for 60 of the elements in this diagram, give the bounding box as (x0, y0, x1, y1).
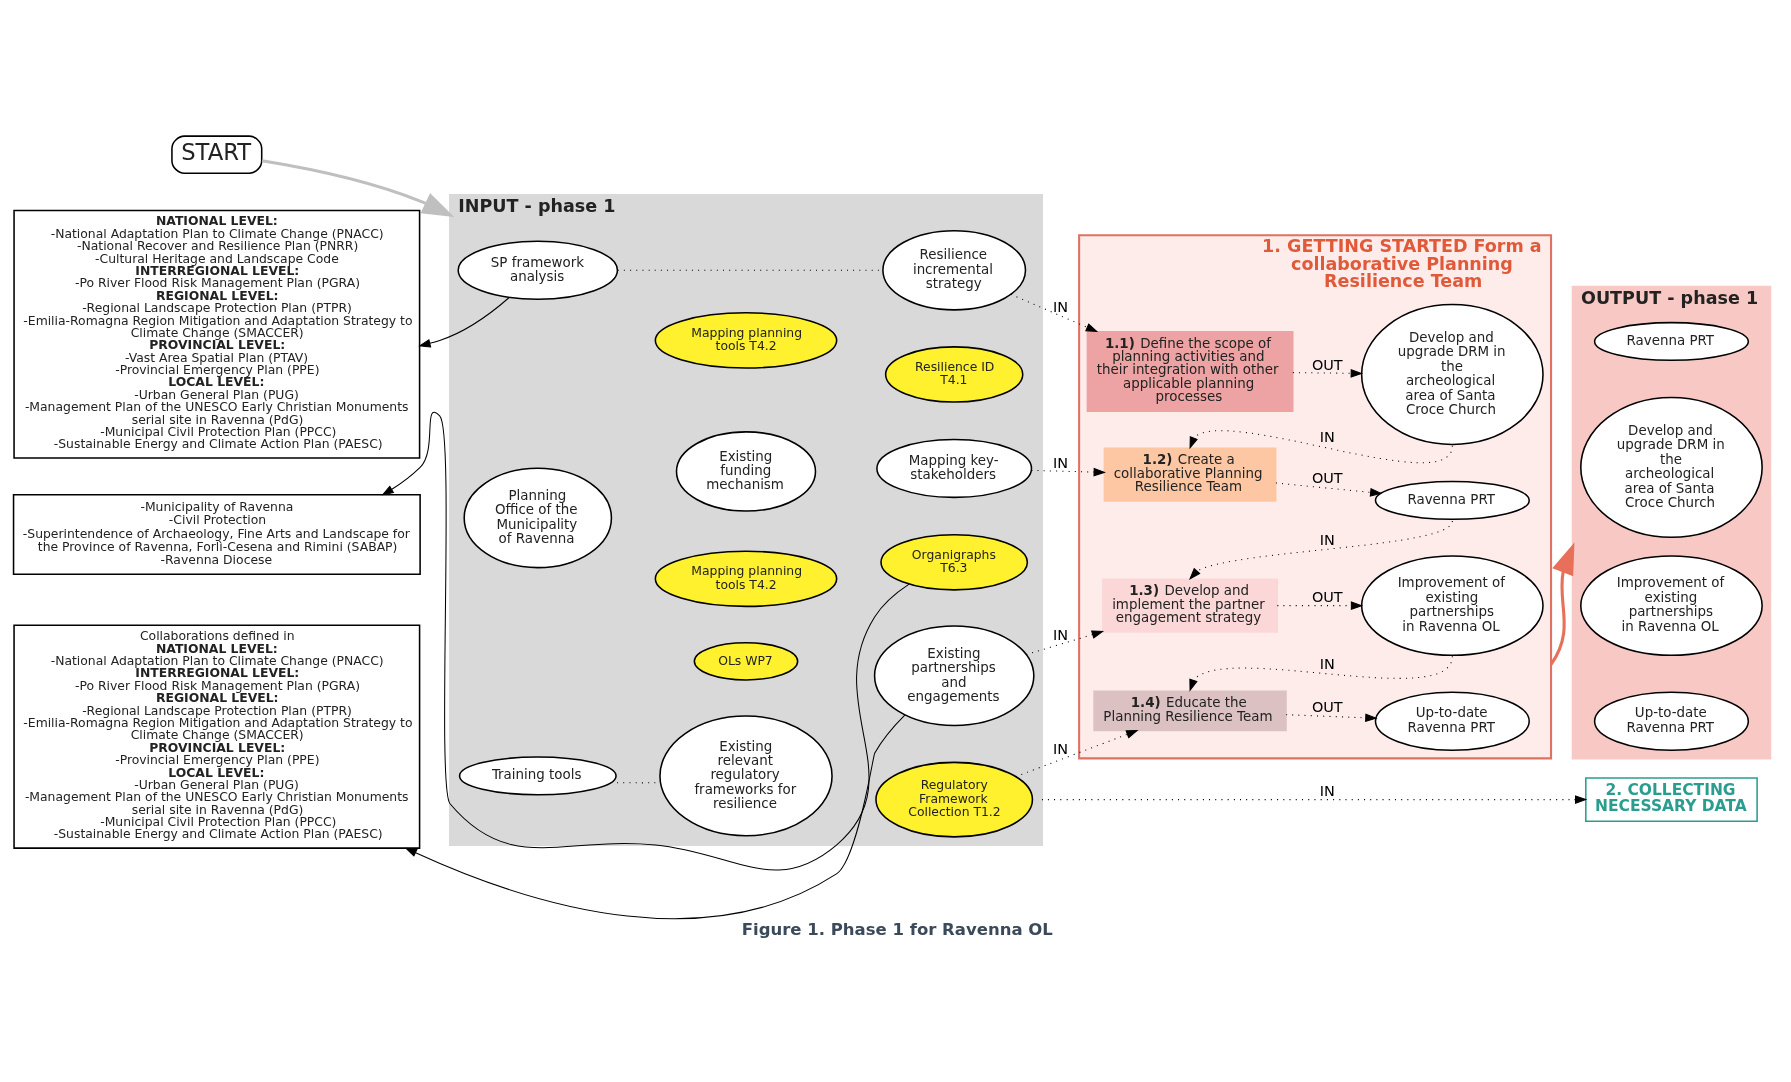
edge-label: IN (1052, 741, 1068, 758)
arrow (380, 411, 910, 871)
node-box: 1.1) Define the scope of planning activities and their integration with other applicable planning processes (1086, 330, 1293, 412)
node-box: NATIONAL LEVEL: -National Adaptation Plan to Climate Change (PNACC) -National Recover and Resilience Plan (PNRR) -Cultural Heritage and Landscape Code INTERREGIONAL LEVEL: -Po River Flood Risk Management Plan (PGRA) REGIONAL LEVEL: -Regional Landscape Protection Plan (PTPR) -Emilia-Romagna Region Mitigation and Adaptation Strategy to Climate Change (SMACCER) PROVINCIAL LEVEL: -Vast Area Spatial Plan (PTAV) -Provincial Emergency Plan (PPE) LOCAL LEVEL: -Urban General Plan (PUG) -Management Plan of the UNESCO Early Christian Monuments serial site in Ravenna (PdG) -Municipal Civil Protection Plan (PPCC) -Sustainable Energy and Climate Action Plan (PAESC) (12, 209, 420, 459)
edge-label: IN (1319, 782, 1335, 799)
node-ellipse: Up-to-date Ravenna PRT (1593, 691, 1749, 751)
edge-label: IN (1319, 428, 1335, 445)
node-box: 2. COLLECTING NECESSARY DATA (1584, 777, 1758, 823)
node-box: 1.2) Create a collaborative Planning Resilience Team (1103, 447, 1276, 502)
arrow (1188, 520, 1453, 580)
node-ellipse: Organigraphs T6.3 (879, 533, 1028, 591)
node-box: 1.3) Develop and implement the partner engagement strategy (1101, 578, 1278, 633)
arrow (1188, 655, 1453, 692)
node-box: 1.4) Educate the Planning Resilience Team (1092, 690, 1287, 732)
node-ellipse: Improvement of existing partnerships in Ravenna OL (1360, 555, 1544, 657)
edge-label: OUT (1311, 588, 1343, 605)
edge-label: IN (1319, 531, 1335, 548)
node-ellipse: Regulatory Framework Collection T1.2 (874, 761, 1033, 838)
node-ellipse: Training tools (458, 756, 617, 796)
arrow (1274, 482, 1382, 497)
node-ellipse: Existing relevant regulatory frameworks for resilience (658, 715, 833, 837)
arrow (1014, 730, 1139, 778)
caption: Figure 1. Phase 1 for Ravenna OL (741, 920, 1053, 940)
node-ellipse: Planning Office of the Municipality of Ravenna (462, 467, 612, 569)
arrow (1009, 293, 1098, 333)
arrow (1549, 542, 1574, 666)
arrow (1276, 601, 1363, 610)
edge-label: IN (1052, 298, 1068, 315)
node-ellipse: Ravenna PRT (1593, 321, 1749, 362)
node-ellipse: Develop and upgrade DRM in the archeological area of Santa Croce Church (1360, 303, 1544, 446)
arrow (1025, 630, 1104, 655)
node-ellipse: Improvement of existing partnerships in Ravenna OL (1579, 555, 1763, 657)
node-ellipse: Mapping key-stakeholders (875, 438, 1032, 499)
arrow (417, 297, 509, 348)
arrow (261, 159, 454, 217)
arrow (1040, 795, 1587, 804)
node-ellipse: Existing partnerships and engagements (873, 625, 1035, 727)
node-ellipse: Existing funding mechanism (675, 431, 816, 512)
edge-label: IN (1052, 626, 1068, 643)
edge-label: OUT (1311, 699, 1343, 716)
arrow (1285, 713, 1378, 723)
node-ellipse: OLs WP7 (693, 642, 798, 681)
node-ellipse: Develop and upgrade DRM in the archeological area of Santa Croce Church (1579, 396, 1763, 539)
edge-label: IN (1319, 655, 1335, 672)
node-ellipse: Up-to-date Ravenna PRT (1374, 691, 1530, 751)
node-ellipse: SP framework analysis (456, 240, 618, 300)
arrow (1291, 368, 1363, 378)
edge-label: OUT (1311, 470, 1343, 487)
node-box: -Municipality of Ravenna -Civil Protection -Superintendence of Archaeology, Fine Arts and Landscape for the Province of Ravenna, Forlì-Cesena and Rimini (SABAP) -Ravenna Diocese (12, 493, 421, 575)
arrow (1189, 430, 1453, 464)
node-ellipse: Mapping planning tools T4.2 (654, 550, 837, 608)
arrow (1030, 467, 1106, 477)
node-box: START (170, 135, 262, 175)
node-ellipse: Resilience incremental strategy (881, 229, 1026, 311)
node-ellipse: Ravenna PRT (1374, 480, 1530, 520)
node-box: Collaborations defined in NATIONAL LEVEL: -National Adaptation Plan to Climate Change (PNACC) INTERREGIONAL LEVEL: -Po River Flood Risk Management Plan (PGRA) REGIONAL LEVEL: -Regional Landscape Protection Plan (PTPR) -Emilia-Romagna Region Mitigation and Adaptation Strategy to Climate Change (SMACCER) PROVINCIAL LEVEL: -Provincial Emergency Plan (PPE) LOCAL LEVEL: -Urban General Plan (PUG) -Management Plan of the UNESCO Early Christian Monuments serial site in Ravenna (PdG) -Municipal Civil Protection Plan (PPCC) -Sustainable Energy and Climate Action Plan (PAESC) (12, 624, 420, 849)
edge-label: IN (1052, 454, 1068, 471)
node-ellipse: Resilience ID T4.1 (884, 346, 1024, 403)
node-ellipse: Mapping planning tools T4.2 (654, 312, 837, 369)
edge-label: OUT (1311, 356, 1343, 373)
